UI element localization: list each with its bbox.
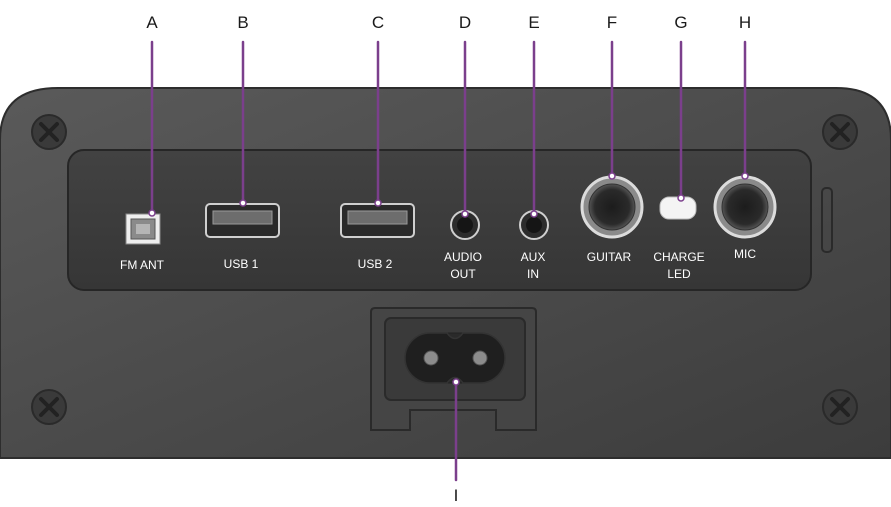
label-guitar: GUITAR [587,250,632,264]
screw-top-right [822,114,858,150]
aux-in-jack [519,210,549,240]
usb-2-port [340,203,415,238]
usb-1-port [205,203,280,238]
label-fm-ant: FM ANT [120,258,165,272]
jack-icon [713,175,777,239]
jack-icon [450,210,480,240]
label-usb-2: USB 2 [358,257,393,271]
power-inlet [370,307,537,431]
callout-letter-e: E [528,13,539,32]
label-mic: MIC [734,247,756,261]
usb-icon [205,203,280,238]
callout-letter-f: F [607,13,617,32]
callout-letter-g: G [674,13,687,32]
connector-panel [67,149,812,291]
screw-icon [31,389,67,425]
label-audio-out-line1: AUDIO [444,250,482,264]
screw-icon [31,114,67,150]
screw-bottom-right [822,389,858,425]
jack-icon [519,210,549,240]
charge-led [659,196,697,220]
screw-icon [822,114,858,150]
screw-icon [822,389,858,425]
callout-letter-b: B [237,13,248,32]
leader-dots [148,172,749,386]
label-charge-line1: CHARGE [653,250,704,264]
label-charge-line2: LED [667,267,691,281]
callout-letter-d: D [459,13,471,32]
callout-letter-c: C [372,13,384,32]
jack-icon [580,175,644,239]
label-aux-in-line1: AUX [521,250,546,264]
fm-antenna-socket [125,213,161,245]
callout-letter-i: I [454,486,459,505]
figure-8-power-icon [404,332,506,384]
usb-icon [340,203,415,238]
callout-letter-a: A [146,13,158,32]
callout-letter-h: H [739,13,751,32]
leader-lines [150,40,747,482]
mic-jack [713,175,777,239]
guitar-jack [580,175,644,239]
label-audio-out-line2: OUT [450,267,476,281]
label-usb-1: USB 1 [224,257,259,271]
screw-top-left [31,114,67,150]
screw-bottom-left [31,389,67,425]
label-aux-in-line2: IN [527,267,539,281]
audio-out-jack [450,210,480,240]
